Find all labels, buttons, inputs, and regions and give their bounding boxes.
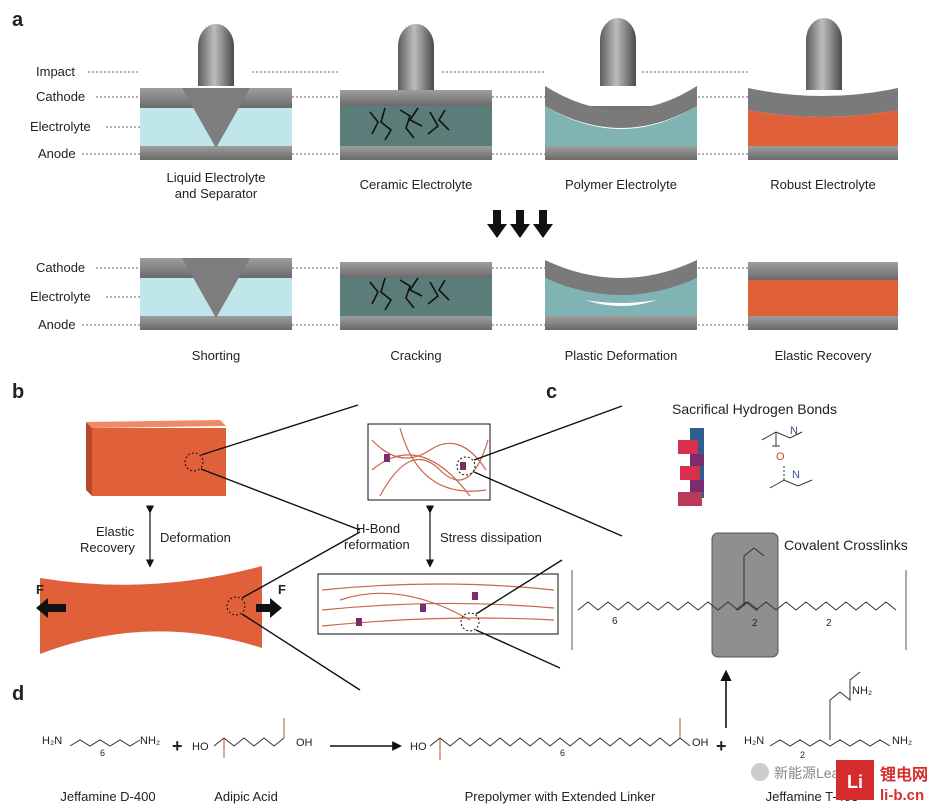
cell-liquid-top (140, 24, 292, 160)
caption-plastic: Plastic Deformation (565, 348, 678, 363)
label-recovery: Recovery (80, 540, 135, 555)
plus-1: + (172, 736, 183, 756)
oh-1: OH (296, 737, 313, 749)
force-label-right: F (278, 582, 286, 597)
jeffamine-t403-structure (769, 671, 891, 747)
label-hbond-1: H-Bond (356, 521, 400, 536)
label-adipic-acid: Adipic Acid (214, 789, 278, 804)
caption-liquid-2: and Separator (175, 186, 258, 201)
watermark-logo: Li (847, 772, 863, 792)
hbond-chemistry (761, 431, 813, 489)
cell-ceramic-top (340, 24, 492, 160)
h2n-2: H₂N (744, 735, 764, 747)
label-stress: Stress dissipation (440, 530, 542, 545)
hbond-nh-2: N (792, 469, 800, 481)
layer-label-anode: Anode (38, 146, 76, 161)
impactor (198, 24, 234, 86)
nh2-1: NH₂ (140, 735, 160, 747)
label-deformation: Deformation (160, 530, 231, 545)
panel-label-c: c (546, 381, 557, 403)
caption-shorting: Shorting (192, 348, 240, 363)
hbond-nh: N (790, 425, 798, 437)
crosslink-highlight (711, 532, 779, 658)
li-logo-icon (836, 760, 874, 800)
caption-elastic: Elastic Recovery (775, 348, 872, 363)
caption-cracking: Cracking (390, 348, 441, 363)
cell-shorting (140, 258, 292, 330)
panel-label-d: d (12, 683, 24, 705)
adipic-acid-structure (213, 718, 285, 758)
sub-6: 6 (612, 616, 618, 627)
sub2-d: 2 (800, 750, 805, 760)
watermark-site-en: li-b.cn (880, 787, 924, 804)
cell-polymer-top (545, 18, 697, 160)
h2n-1: H₂N (42, 735, 62, 747)
caption-liquid-1: Liquid Electrolyte (167, 170, 266, 185)
layer-label-cathode-2: Cathode (36, 260, 85, 275)
label-jeffamine-d400: Jeffamine D-400 (60, 789, 155, 804)
network-box-stretched (317, 573, 559, 635)
layer-label-impact: Impact (36, 64, 75, 79)
force-label-left: F (36, 582, 44, 597)
sub6-d2: 6 (560, 748, 565, 758)
label-jeffamine-t403: Jeffamine T-403 (766, 789, 859, 804)
caption-robust: Robust Electrolyte (770, 177, 876, 192)
cell-elastic (748, 262, 898, 330)
polymer-structure (571, 547, 907, 650)
nh2-3: NH₂ (852, 685, 872, 697)
down-arrows-icon (487, 210, 553, 238)
network-box-relaxed (367, 423, 491, 501)
sub-2b: 2 (826, 618, 832, 629)
panel-label-a: a (12, 9, 24, 31)
prepolymer-structure (429, 718, 691, 760)
cell-plastic (545, 260, 697, 330)
nh2-2: NH₂ (892, 735, 912, 747)
force-arrow-right-icon (256, 598, 282, 618)
jeffamine-d400-structure (69, 739, 141, 747)
label-elastic: Elastic (96, 524, 135, 539)
layer-label-electrolyte-2: Electrolyte (30, 289, 91, 304)
watermark: 新能源Leader Li 锂电网 li-b.cn (751, 760, 928, 804)
force-arrow-left-icon (36, 598, 66, 618)
hbond-o: O (776, 451, 785, 463)
cell-cracking (340, 262, 492, 330)
caption-ceramic: Ceramic Electrolyte (360, 177, 473, 192)
title-sacrificial-hbonds: Sacrifical Hydrogen Bonds (672, 401, 837, 417)
ho-2: HO (410, 741, 427, 753)
label-hbond-2: reformation (344, 537, 410, 552)
sub-2a: 2 (752, 618, 758, 629)
layer-label-cathode: Cathode (36, 89, 85, 104)
plus-2: + (716, 736, 727, 756)
cell-robust-top (748, 18, 898, 160)
oh-2: OH (692, 737, 709, 749)
block-undeformed (86, 420, 226, 496)
title-covalent-crosslinks: Covalent Crosslinks (784, 537, 908, 553)
layer-label-anode-2: Anode (38, 317, 76, 332)
caption-polymer: Polymer Electrolyte (565, 177, 677, 192)
layer-label-electrolyte: Electrolyte (30, 119, 91, 134)
block-deformed (40, 566, 262, 654)
label-prepolymer: Prepolymer with Extended Linker (465, 789, 656, 804)
layer-guide-lines (82, 71, 748, 155)
watermark-site-cn: 锂电网 (880, 765, 928, 784)
panel-label-b: b (12, 381, 24, 403)
sub6-d: 6 (100, 748, 105, 758)
ho-1: HO (192, 741, 209, 753)
hbond-blocks-icon (678, 428, 704, 506)
